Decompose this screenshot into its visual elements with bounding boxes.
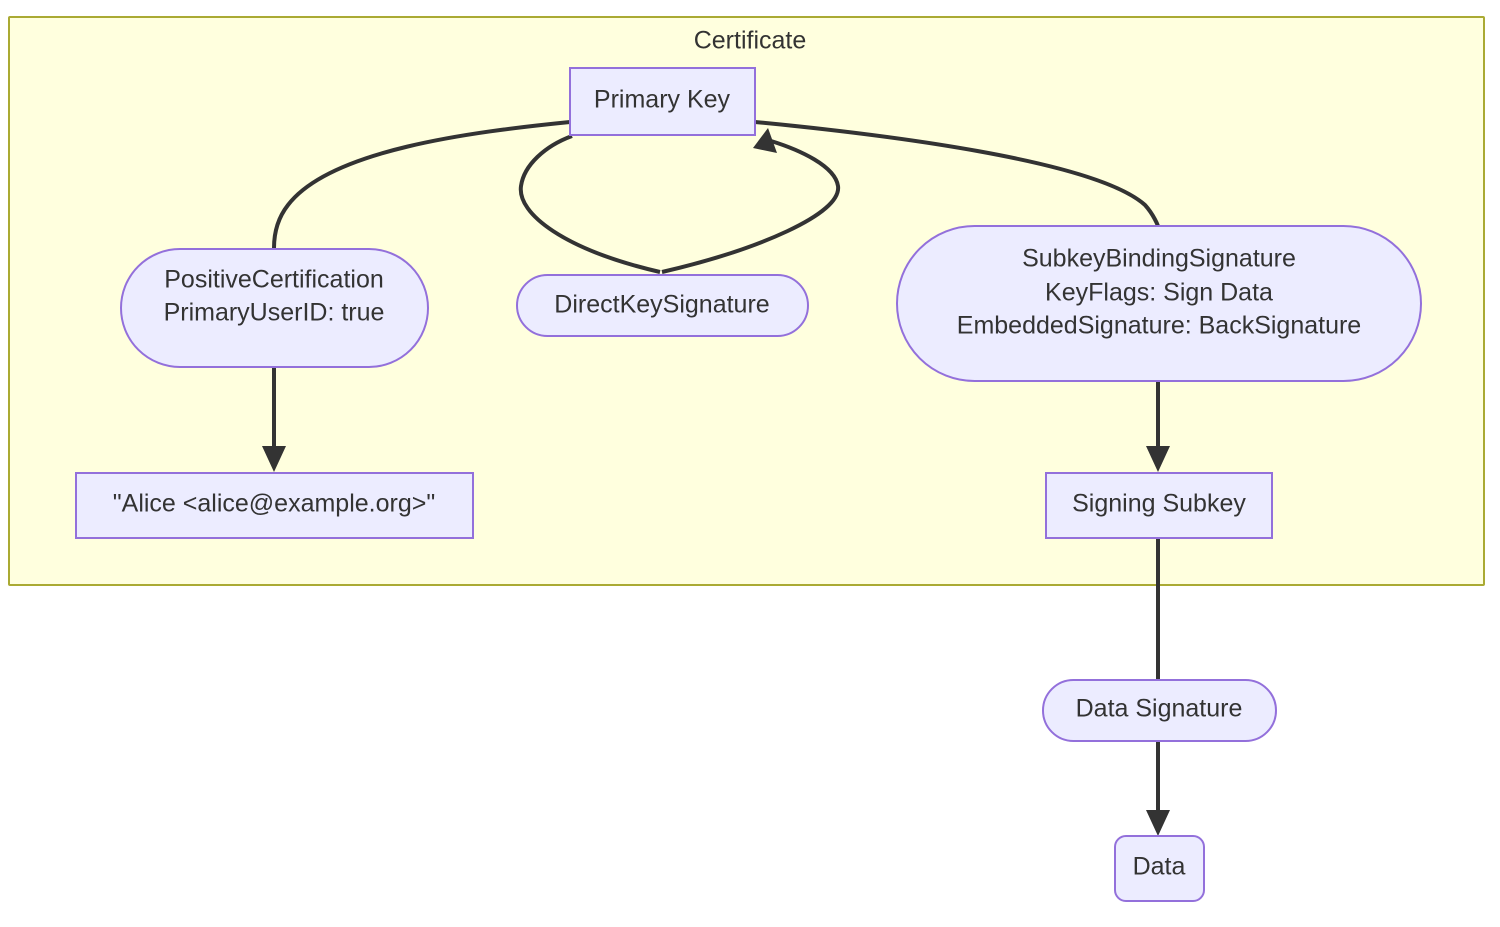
arrowhead-datasignature-data (1146, 810, 1170, 836)
node-data-signature[interactable]: Data Signature (1042, 679, 1277, 742)
edge-directkeysignature-primarykey (661, 139, 841, 274)
node-user-id[interactable]: "Alice <alice@example.org>" (75, 472, 474, 539)
node-subkey-binding-signature-label-line3: EmbeddedSignature: BackSignature (957, 312, 1361, 340)
edge-primarykey-directkeysignature (518, 134, 661, 274)
arrowhead-directkeysignature-primarykey (753, 128, 777, 153)
node-data[interactable]: Data (1114, 835, 1205, 902)
node-signing-subkey-shape[interactable] (1045, 472, 1273, 539)
node-positive-certification-label-line1: PositiveCertification (164, 266, 384, 294)
node-user-id-shape[interactable] (75, 472, 474, 539)
arrowhead-subkeybindingsignature-signingsubkey (1146, 446, 1170, 472)
node-data-label: Data (1133, 853, 1186, 881)
node-subkey-binding-signature-label-line1: SubkeyBindingSignature (1022, 245, 1296, 273)
node-primary-key-label: Primary Key (594, 86, 731, 114)
edge-primarykey-positivecertification (272, 120, 571, 249)
node-primary-key[interactable]: Primary Key (569, 67, 756, 136)
node-data-shape[interactable] (1114, 835, 1205, 902)
cluster-certificate-title: Certificate (694, 27, 807, 55)
node-direct-key-signature-shape[interactable] (516, 274, 809, 337)
node-positive-certification[interactable]: PositiveCertification PrimaryUserID: tru… (120, 248, 429, 368)
node-subkey-binding-signature-shape[interactable] (896, 225, 1422, 382)
nodes-layer: Primary Key PositiveCertification Primar… (75, 67, 1422, 902)
node-primary-key-shape[interactable] (569, 67, 756, 136)
node-positive-certification-shape[interactable] (120, 248, 429, 368)
edge-primarykey-subkeybindingsignature (754, 120, 1160, 227)
node-data-signature-shape[interactable] (1042, 679, 1277, 742)
node-signing-subkey-label: Signing Subkey (1072, 490, 1246, 518)
arrowhead-positivecertification-userid (262, 446, 286, 472)
node-direct-key-signature[interactable]: DirectKeySignature (516, 274, 809, 337)
node-positive-certification-label-line2: PrimaryUserID: true (164, 299, 385, 327)
node-direct-key-signature-label: DirectKeySignature (554, 291, 769, 319)
node-subkey-binding-signature[interactable]: SubkeyBindingSignature KeyFlags: Sign Da… (896, 225, 1422, 382)
node-signing-subkey[interactable]: Signing Subkey (1045, 472, 1273, 539)
edges-layer (262, 120, 1170, 836)
node-data-signature-label: Data Signature (1076, 695, 1243, 723)
node-subkey-binding-signature-label-line2: KeyFlags: Sign Data (1045, 279, 1273, 307)
node-user-id-label: "Alice <alice@example.org>" (113, 490, 435, 518)
